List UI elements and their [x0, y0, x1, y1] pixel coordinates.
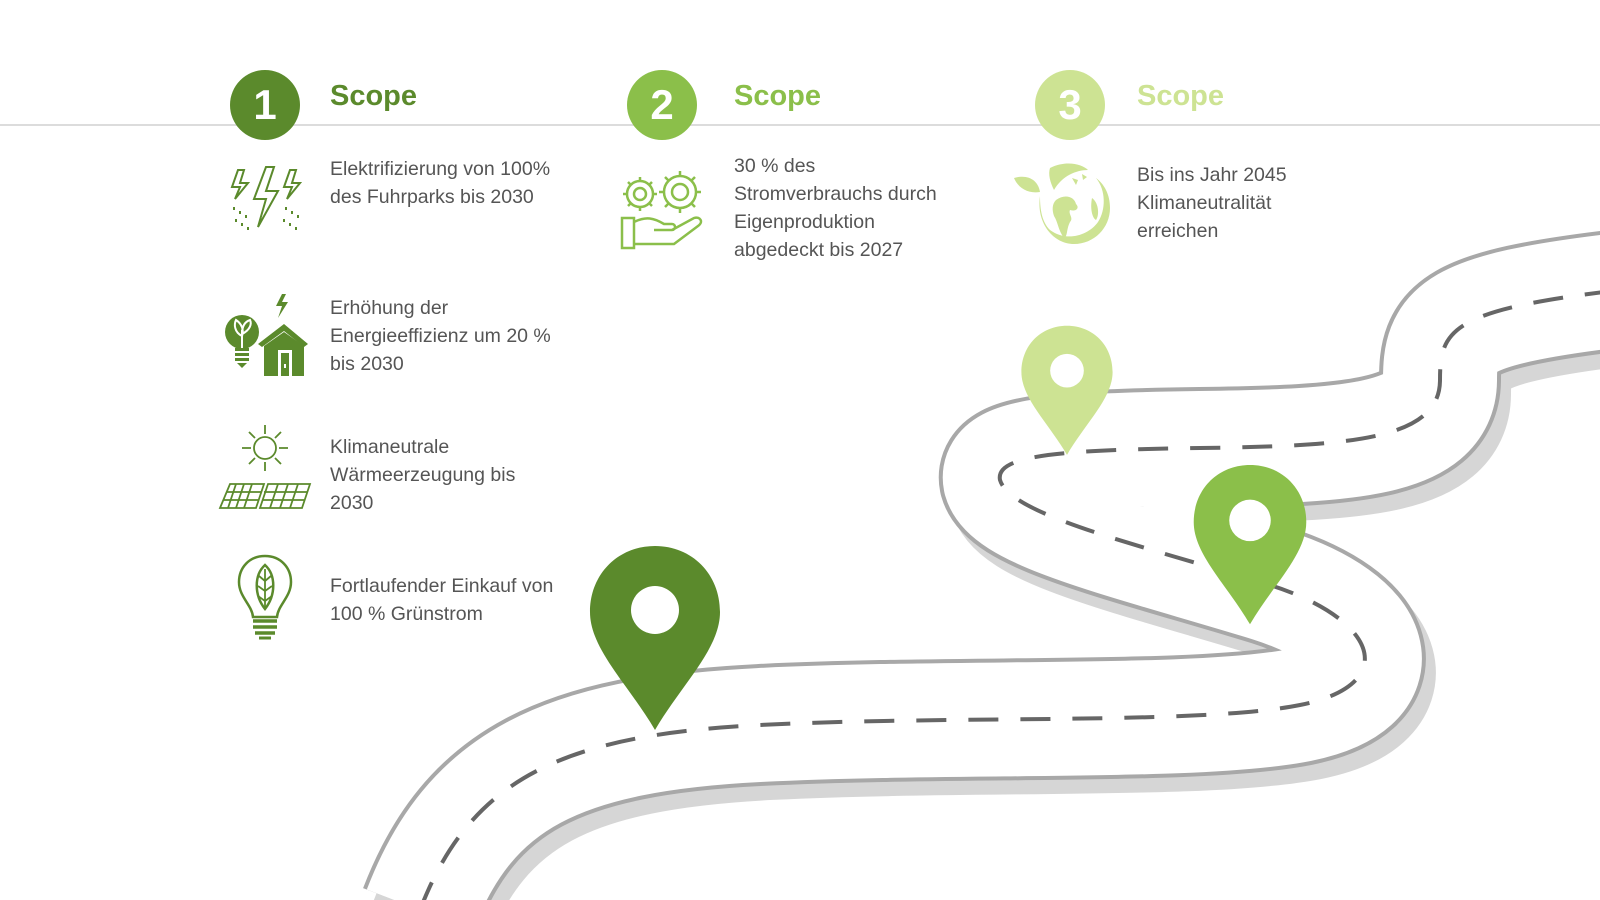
scope-1-badge: 1 — [230, 70, 300, 140]
scope-1-item-1-text: Elektrifizierung von 100% des Fuhrparks … — [330, 158, 551, 208]
gears-hand-icon — [620, 171, 703, 250]
scope-1-item-3-text: Klimaneutrale Wärmeerzeugung bis 2030 — [330, 436, 516, 514]
map-pin-scope2-icon — [1193, 464, 1307, 625]
scope-3-title: Scope — [1137, 80, 1225, 112]
scope-2-item-1-text: 30 % des Stromverbrauchs durch Eigenprod… — [734, 155, 937, 261]
scope-3-item-1-text: Bis ins Jahr 2045 Klimaneutralität errei… — [1137, 164, 1287, 242]
leaf-bulb-icon — [237, 554, 293, 640]
lightning-rain-icon — [230, 166, 303, 232]
header-divider — [0, 124, 1600, 126]
earth-leaf-icon — [1014, 163, 1110, 244]
scope-3-badge: 3 — [1035, 70, 1105, 140]
map-pin-scope1-icon — [590, 546, 720, 730]
scope-1-item-4-text: Fortlaufender Einkauf von 100 % Grünstro… — [330, 575, 554, 625]
scope-1-title: Scope — [330, 80, 418, 112]
road-center-dashes — [421, 290, 1600, 900]
map-pin-scope3-icon — [1021, 325, 1113, 455]
sun-solar-panel-icon — [218, 425, 312, 509]
scope-2-badge: 2 — [627, 70, 697, 140]
bulb-house-icon — [225, 294, 308, 376]
scope-1-item-2-text: Erhöhung der Energieeffizienz um 20 % bi… — [330, 297, 551, 375]
scope-2-title: Scope — [734, 80, 822, 112]
